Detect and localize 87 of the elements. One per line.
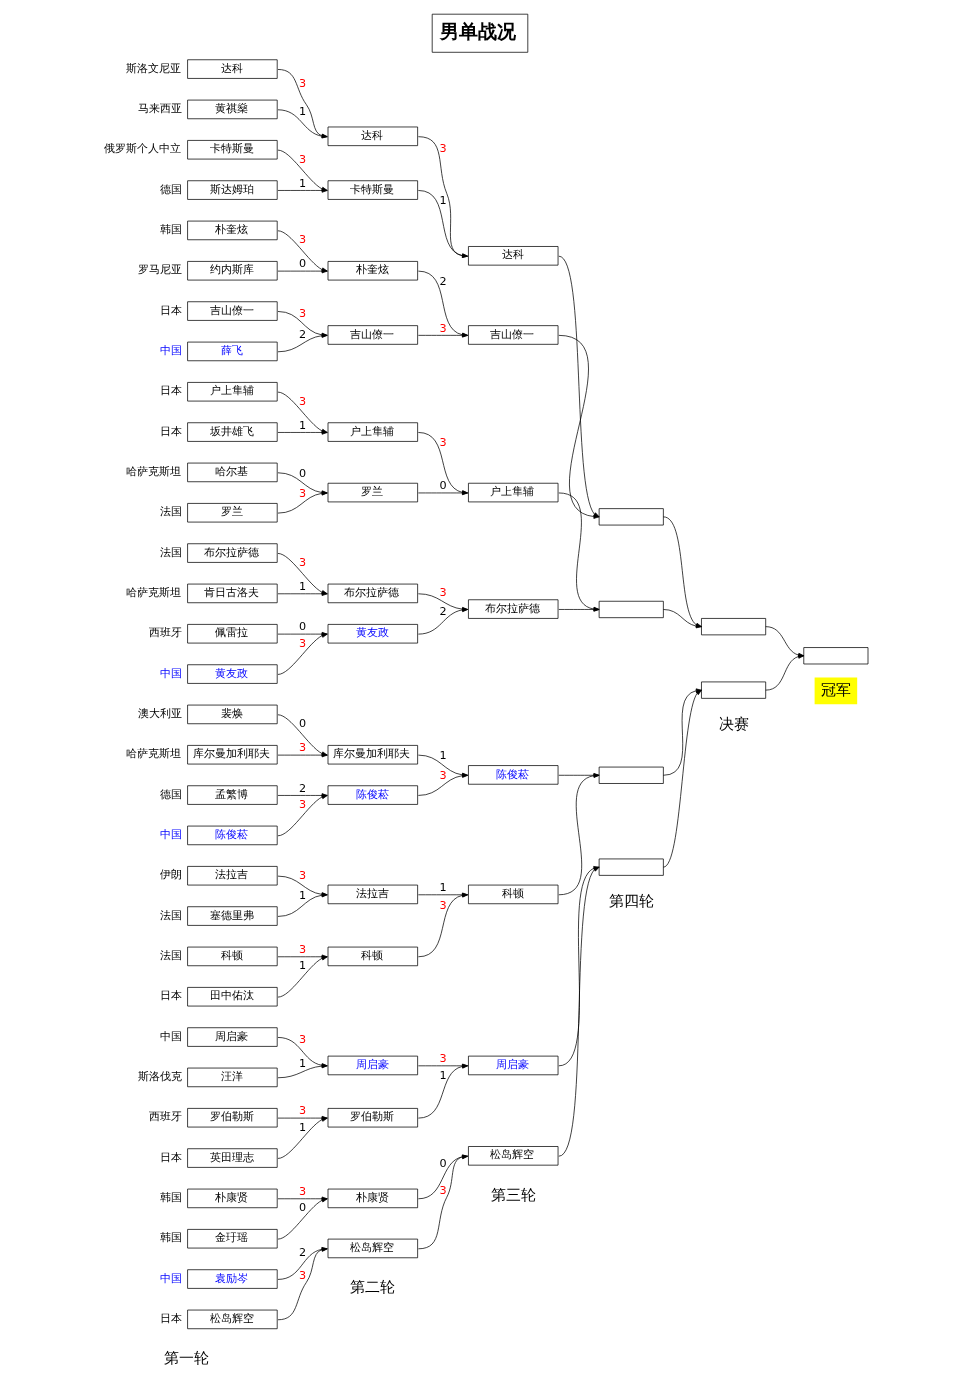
edge-label: 3 <box>299 394 307 408</box>
edge-label: 3 <box>439 769 447 783</box>
label: 第三轮 <box>490 1185 536 1204</box>
node-label: 日本 <box>159 1150 182 1164</box>
edge-label: 2 <box>299 781 307 795</box>
label: 冠军 <box>820 680 851 699</box>
node-label: 马来西亚 <box>137 102 182 116</box>
edge-label: 0 <box>299 1201 307 1215</box>
node-label: 伊朗 <box>159 868 182 882</box>
node-label: 日本 <box>159 303 182 317</box>
edge-label: 2 <box>299 1245 307 1259</box>
label: 第一轮 <box>163 1349 209 1368</box>
node-label: 法国 <box>159 505 182 519</box>
node-label: 罗马尼亚 <box>137 263 182 277</box>
edge-label: 0 <box>299 717 307 731</box>
node-label: 韩国 <box>159 223 182 237</box>
edge-label: 3 <box>299 741 307 755</box>
edge-label: 1 <box>299 1120 307 1134</box>
edge-label: 3 <box>299 76 307 90</box>
node-label: 澳大利亚 <box>137 707 182 721</box>
node-label: 法国 <box>159 949 182 963</box>
node-label: 中国 <box>159 666 182 680</box>
edge-label: 3 <box>299 1104 307 1118</box>
node-label: 韩国 <box>159 1191 182 1205</box>
edge-label: 2 <box>439 604 447 618</box>
node-label: 哈萨克斯坦 <box>126 465 182 479</box>
node-label: 斯洛伐克 <box>137 1070 182 1084</box>
node-label: 哈萨克斯坦 <box>126 747 182 761</box>
node-label: 德国 <box>159 182 182 196</box>
edge-label: 3 <box>439 586 447 600</box>
edge-label: 3 <box>299 1268 307 1282</box>
node-label: 斯洛文尼亚 <box>126 61 182 75</box>
node-label: 日本 <box>159 1312 182 1326</box>
edge-label: 1 <box>299 105 307 119</box>
edge-label: 3 <box>299 943 307 957</box>
node-label: 西班牙 <box>148 1110 182 1124</box>
edge-label: 0 <box>439 479 447 493</box>
label: 决赛 <box>718 714 749 733</box>
node-label: 日本 <box>159 384 182 398</box>
node-label: 法国 <box>159 545 182 559</box>
label: 第四轮 <box>608 891 654 910</box>
edge-label: 2 <box>299 327 307 341</box>
edge-label: 1 <box>299 580 307 594</box>
node-label: 哈萨克斯坦 <box>126 586 182 600</box>
edge-label: 0 <box>299 257 307 271</box>
edge-label: 1 <box>299 1056 307 1070</box>
node-label: 中国 <box>159 1271 182 1285</box>
edge-label: 3 <box>299 306 307 320</box>
edge-label: 3 <box>299 152 307 166</box>
edge-label: 3 <box>439 142 447 156</box>
node-label: 中国 <box>159 828 182 842</box>
node-label: 法国 <box>159 908 182 922</box>
edge-label: 3 <box>439 1183 447 1197</box>
node-label: 中国 <box>159 1029 182 1043</box>
edge-label: 3 <box>299 798 307 812</box>
edge-label: 2 <box>439 274 447 288</box>
node-label: 韩国 <box>159 1231 182 1245</box>
edge-label: 3 <box>299 1033 307 1047</box>
node-label: 俄罗斯个人中立 <box>103 142 181 156</box>
diagram-title: 男单战况 <box>440 19 517 43</box>
edge-label: 3 <box>299 636 307 650</box>
edge-label: 3 <box>299 486 307 500</box>
edge-label: 3 <box>439 435 447 449</box>
edge-label: 3 <box>439 1052 447 1066</box>
edge-label: 3 <box>299 233 307 247</box>
edge-label: 3 <box>299 556 307 570</box>
node-label: 日本 <box>159 424 182 438</box>
edge-label: 1 <box>299 176 307 190</box>
label: 第二轮 <box>350 1278 396 1297</box>
edge-label: 3 <box>439 321 447 335</box>
edge-label: 3 <box>299 1185 307 1199</box>
node-label: 德国 <box>159 787 182 801</box>
edge-label: 1 <box>299 889 307 903</box>
edge-label: 1 <box>439 748 447 762</box>
node-label: 日本 <box>159 989 182 1003</box>
edge-label: 0 <box>299 620 307 634</box>
edge-label: 1 <box>439 193 447 207</box>
edge-label: 1 <box>439 1068 447 1082</box>
edge-label: 1 <box>439 881 447 895</box>
edge-label: 1 <box>299 959 307 973</box>
edge-label: 0 <box>439 1157 447 1171</box>
node-label: 西班牙 <box>148 626 182 640</box>
node-label: 中国 <box>159 344 182 358</box>
edge-label: 3 <box>299 869 307 883</box>
edge-label: 0 <box>299 466 307 480</box>
edge-label: 3 <box>439 898 447 912</box>
edge-label: 1 <box>299 418 307 432</box>
